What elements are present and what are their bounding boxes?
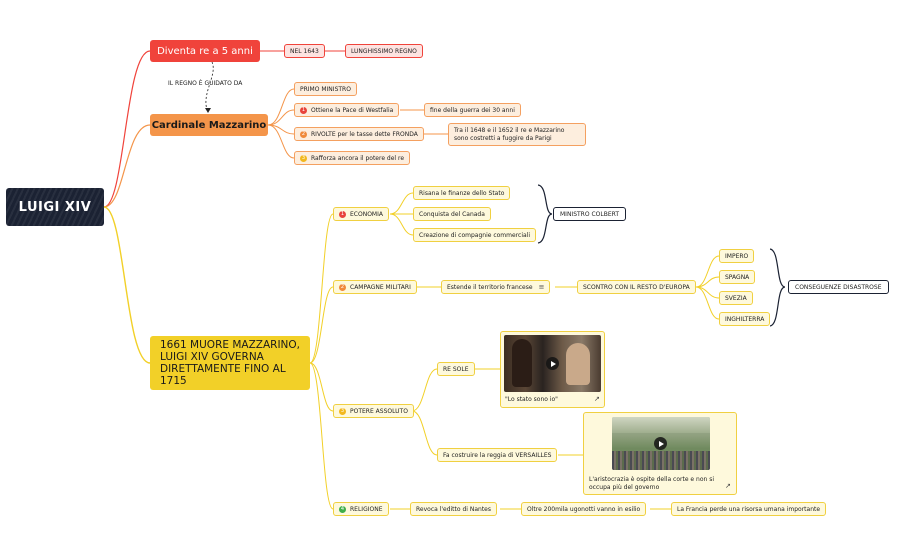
- node-fine-guerra[interactable]: fine della guerra dei 30 anni: [424, 103, 521, 117]
- node-label: ECONOMIA: [350, 210, 383, 218]
- node-label: Ottiene la Pace di Westfalia: [311, 106, 394, 114]
- node-label: Rafforza ancora il potere del re: [311, 154, 405, 162]
- node-impero[interactable]: IMPERO: [719, 249, 755, 263]
- number-badge: 1: [300, 106, 307, 114]
- number-badge: 4: [339, 505, 346, 513]
- node-pace-westfalia[interactable]: 1 Ottiene la Pace di Westfalia: [294, 103, 400, 117]
- branch-1661[interactable]: 1661 MUORE MAZZARINO, LUIGI XIV GOVERNA …: [150, 336, 310, 390]
- video-card-versailles[interactable]: L'aristocrazia è ospite della corte e no…: [583, 412, 737, 495]
- node-label: RELIGIONE: [350, 505, 383, 513]
- node-economia[interactable]: 1 ECONOMIA: [333, 207, 389, 221]
- node-rafforza-potere[interactable]: 3 Rafforza ancora il potere del re: [294, 151, 411, 165]
- video-card-re-sole[interactable]: "Lo stato sono io" ↗: [500, 331, 605, 408]
- node-label: CAMPAGNE MILITARI: [350, 283, 411, 291]
- node-inghilterra[interactable]: INGHILTERRA: [719, 312, 771, 326]
- play-icon[interactable]: [546, 357, 559, 370]
- node-scontro-europa[interactable]: SCONTRO CON IL RESTO D'EUROPA: [577, 280, 696, 294]
- summary-conseguenze-disastrose[interactable]: CONSEGUENZE DISASTROSE: [788, 280, 889, 294]
- branch-cardinale-mazzarino[interactable]: Cardinale Mazzarino: [150, 114, 268, 136]
- node-ugonotti-esilio[interactable]: Oltre 200mila ugonotti vanno in esilio: [521, 502, 647, 516]
- node-spagna[interactable]: SPAGNA: [719, 270, 756, 284]
- node-label: Estende il territorio francese: [447, 283, 533, 291]
- node-label: RIVOLTE per le tasse dette FRONDA: [311, 130, 418, 138]
- node-primo-ministro[interactable]: PRIMO MINISTRO: [294, 82, 357, 96]
- node-rivolte-fronda[interactable]: 2 RIVOLTE per le tasse dette FRONDA: [294, 127, 424, 141]
- number-badge: 2: [300, 130, 307, 138]
- node-label: POTERE ASSOLUTO: [350, 407, 408, 415]
- relation-label: IL REGNO È GUIDATO DA: [168, 80, 243, 87]
- node-fuga-parigi[interactable]: Tra il 1648 e il 1652 il re e Mazzarino …: [448, 123, 586, 146]
- node-nel-1643[interactable]: NEL 1643: [284, 44, 325, 58]
- branch-diventa-re[interactable]: Diventa re a 5 anni: [150, 40, 260, 62]
- node-reggia-versailles[interactable]: Fa costruire la reggia di VERSAILLES: [437, 448, 558, 462]
- play-icon[interactable]: [654, 437, 667, 450]
- video-caption: "Lo stato sono io": [505, 396, 558, 403]
- external-link-icon[interactable]: ↗: [594, 395, 600, 403]
- video-caption: L'aristocrazia è ospite della corte e no…: [589, 476, 714, 491]
- video-thumbnail[interactable]: [504, 335, 601, 392]
- node-risana-finanze[interactable]: Risana le finanze dello Stato: [413, 186, 511, 200]
- node-estende-territorio[interactable]: Estende il territorio francese ≡: [441, 280, 551, 294]
- number-badge: 3: [339, 407, 346, 415]
- node-lunghissimo-regno[interactable]: LUNGHISSIMO REGNO: [345, 44, 423, 58]
- external-link-icon[interactable]: ↗: [725, 482, 731, 490]
- node-compagnie-commerciali[interactable]: Creazione di compagnie commerciali: [413, 228, 537, 242]
- video-thumbnail[interactable]: [612, 417, 710, 470]
- notes-icon[interactable]: ≡: [538, 283, 545, 291]
- node-re-sole[interactable]: RE SOLE: [437, 362, 475, 376]
- number-badge: 2: [339, 283, 346, 291]
- node-campagne-militari[interactable]: 2 CAMPAGNE MILITARI: [333, 280, 417, 294]
- node-risorsa-umana[interactable]: La Francia perde una risorsa umana impor…: [671, 502, 827, 516]
- node-potere-assoluto[interactable]: 3 POTERE ASSOLUTO: [333, 404, 414, 418]
- root-node[interactable]: LUIGI XIV: [6, 188, 104, 226]
- number-badge: 1: [339, 210, 346, 218]
- number-badge: 3: [300, 154, 307, 162]
- node-conquista-canada[interactable]: Conquista del Canada: [413, 207, 491, 221]
- node-religione[interactable]: 4 RELIGIONE: [333, 502, 389, 516]
- summary-ministro-colbert[interactable]: MINISTRO COLBERT: [553, 207, 627, 221]
- node-svezia[interactable]: SVEZIA: [719, 291, 753, 305]
- node-editto-nantes[interactable]: Revoca l'editto di Nantes: [410, 502, 497, 516]
